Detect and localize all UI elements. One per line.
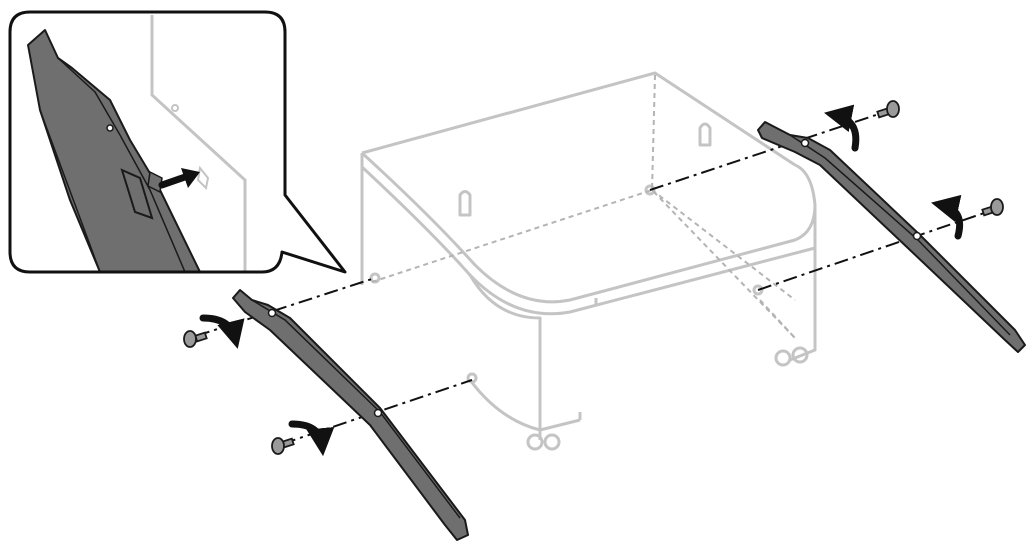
left-stabilizer (232, 289, 469, 541)
cabinet-ledge (360, 165, 816, 316)
right-stabilizer-hole-upper (800, 138, 810, 148)
inset-callout-border (8, 10, 347, 274)
rotation-arrows (199, 104, 964, 457)
cabinet-slot (196, 165, 210, 191)
stabilizer-tab (120, 168, 154, 220)
caster-front-left (526, 433, 544, 451)
cabinet (360, 71, 817, 451)
cabinet-hole-right-upper (644, 184, 656, 196)
cabinet-hole-left-lower (466, 372, 478, 384)
right-stabilizer (757, 121, 1026, 353)
cabinet-front-face-edge (468, 274, 542, 440)
locating-pin-left (458, 190, 472, 217)
left-stabilizer-hole-lower (373, 408, 383, 418)
cabinet-bottom-curve (468, 379, 581, 432)
thumbscrew-right-lower (981, 198, 1004, 217)
curved-rotation-arrow-icon (288, 420, 335, 457)
cabinet-hole-right-lower (752, 284, 764, 296)
left-stabilizer-hole-upper (267, 308, 277, 318)
cabinet-top-front-edge (360, 151, 817, 304)
thumbscrew-right-upper (876, 100, 900, 119)
curved-rotation-arrow-icon (824, 104, 860, 152)
cabinet-right-edge (789, 205, 817, 362)
cabinet-top-back-edge (361, 71, 796, 167)
curved-rotation-arrow-icon (931, 194, 964, 240)
curved-rotation-arrow-icon (199, 314, 245, 349)
locating-pin-right (698, 122, 712, 147)
detail-inset (8, 10, 347, 274)
alignment-axes (195, 111, 994, 445)
caster-front-right (774, 349, 792, 367)
thumbscrew-left-lower (271, 437, 295, 455)
thumbscrew-left-upper (183, 330, 208, 348)
push-arrow-icon (181, 168, 200, 188)
right-stabilizer-hole-lower (912, 231, 922, 241)
cabinet-hidden-edges (371, 74, 796, 339)
